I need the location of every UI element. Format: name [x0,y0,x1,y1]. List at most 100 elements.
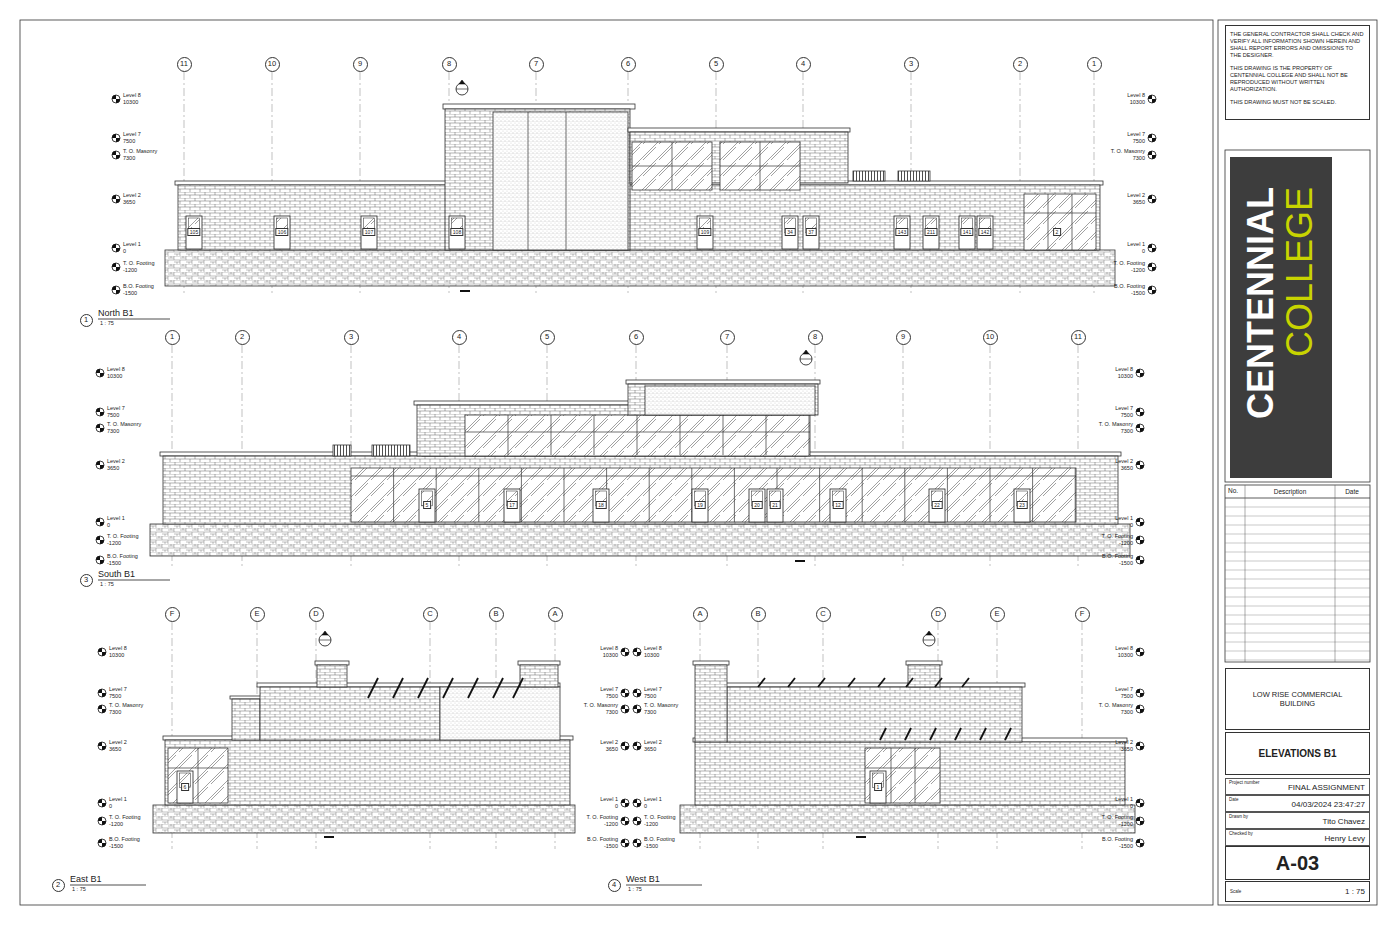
grid-bubble: C [423,607,438,622]
door-frame [782,216,798,249]
ground-mark [324,836,334,838]
level-elevation: 3650 [1121,466,1133,472]
glazing [1024,194,1096,250]
level-datum-symbol [98,705,106,713]
grid-bubble-text: D [935,610,940,618]
level-elevation: 0 [123,249,126,255]
grid-bubble-text: 7 [725,333,729,341]
mullion [723,415,724,455]
level-name: Level 8 [644,646,662,652]
level-datum-symbol [621,799,629,807]
grid-bubble-text: 1 [1092,60,1096,68]
grid-bubble-text: 11 [180,60,188,68]
view-number-text: 1 [84,316,88,324]
level-name: T. O. Footing [107,534,139,540]
level-datum-symbol [96,518,104,526]
door [977,216,993,249]
grid-bubble: E [990,607,1005,622]
level-elevation: 3650 [606,747,618,753]
footing-band [150,524,1130,556]
level-datum-symbol [112,95,120,103]
level-datum-symbol [621,742,629,750]
door-tag: 23 [1017,501,1028,509]
grid-bubble: 1 [165,330,180,345]
door-frame [504,489,520,522]
level-name: T. O. Masonry [644,703,678,709]
general-notes-text: THIS DRAWING MUST NOT BE SCALED. [1230,99,1365,106]
level-elevation: 10300 [1118,374,1133,380]
mullion [865,768,940,769]
door-frame [803,216,819,249]
mullion [766,415,767,455]
grid-bubble-text: A [697,610,702,618]
door-frame [692,489,708,522]
title-field-text: FINAL ASSIGNMENT [1288,783,1365,792]
view-title: West B1 [626,875,660,884]
level-datum-symbol [633,689,641,697]
building-elevations [70,72,1156,885]
sunshade [878,678,885,687]
level-datum-symbol [98,648,106,656]
college-logo: CENTENNIALCOLLEGE [1230,157,1332,478]
glazing [632,142,712,190]
grid-bubble-text: 4 [457,333,461,341]
door-tag: 5 [423,501,431,509]
level-elevation: -1500 [604,844,618,850]
level-datum-symbol [98,839,106,847]
grid-bubble-text: 7 [534,60,538,68]
level-datum-symbol [96,536,104,544]
door-tag: 142 [978,228,991,236]
level-elevation: 10300 [123,100,138,106]
mullion [351,476,1076,477]
grid-bubble-text: 5 [714,60,718,68]
level-datum-symbol [96,556,104,564]
glazing [465,415,810,456]
level-name: Level 1 [107,516,125,522]
sunshade [443,678,453,698]
view-number-text: 2 [56,881,60,889]
brick-wall [178,185,1100,250]
door [870,771,886,803]
door-frame [929,489,945,522]
grid-bubble-text: 3 [349,333,353,341]
level-elevation: 10300 [107,374,122,380]
level-name: T. O. Footing [1102,534,1134,540]
brick-wall [695,665,727,742]
level-elevation: 0 [107,523,110,529]
grid-bubble-text: 1 [170,333,174,341]
door [504,489,520,522]
grid-bubble-text: E [254,610,259,618]
grid-bubble-text: E [994,610,999,618]
level-datum-symbol [1136,742,1144,750]
mullion [564,468,565,522]
brick-wall [317,665,347,687]
level-elevation: -1200 [604,822,618,828]
door-tag: 17 [507,501,518,509]
door-tag: 20 [752,501,763,509]
level-name: T. O. Footing [123,261,155,267]
table-header: Date [1345,488,1359,495]
door-tag: 109 [698,228,711,236]
level-name: T. O. Footing [1114,261,1146,267]
parapet-cap [443,104,635,109]
level-elevation: 10300 [1118,653,1133,659]
mullion [1072,194,1073,250]
parapet-cap [230,696,262,699]
grid-bubble: 11 [1071,330,1086,345]
level-datum-symbol [1148,263,1156,271]
mullion [990,468,991,522]
view-number-text: 3 [84,576,88,584]
level-name: Level 8 [109,646,127,652]
grid-bubble-text: A [552,610,557,618]
level-name: B.O. Footing [1102,837,1133,843]
door [803,216,819,249]
level-elevation: 3650 [107,466,119,472]
scale-cell: Scale1 : 75 [1225,881,1370,902]
level-datum-symbol [112,263,120,271]
door [593,489,609,522]
level-datum-symbol [633,705,641,713]
project-name-cell-text: LOW RISE COMMERCIAL BUILDING [1246,690,1349,708]
sheet-title-cell-text: ELEVATIONS B1 [1259,748,1337,759]
door-tag: 1 [874,783,882,791]
grid-bubble: 1 [1087,57,1102,72]
